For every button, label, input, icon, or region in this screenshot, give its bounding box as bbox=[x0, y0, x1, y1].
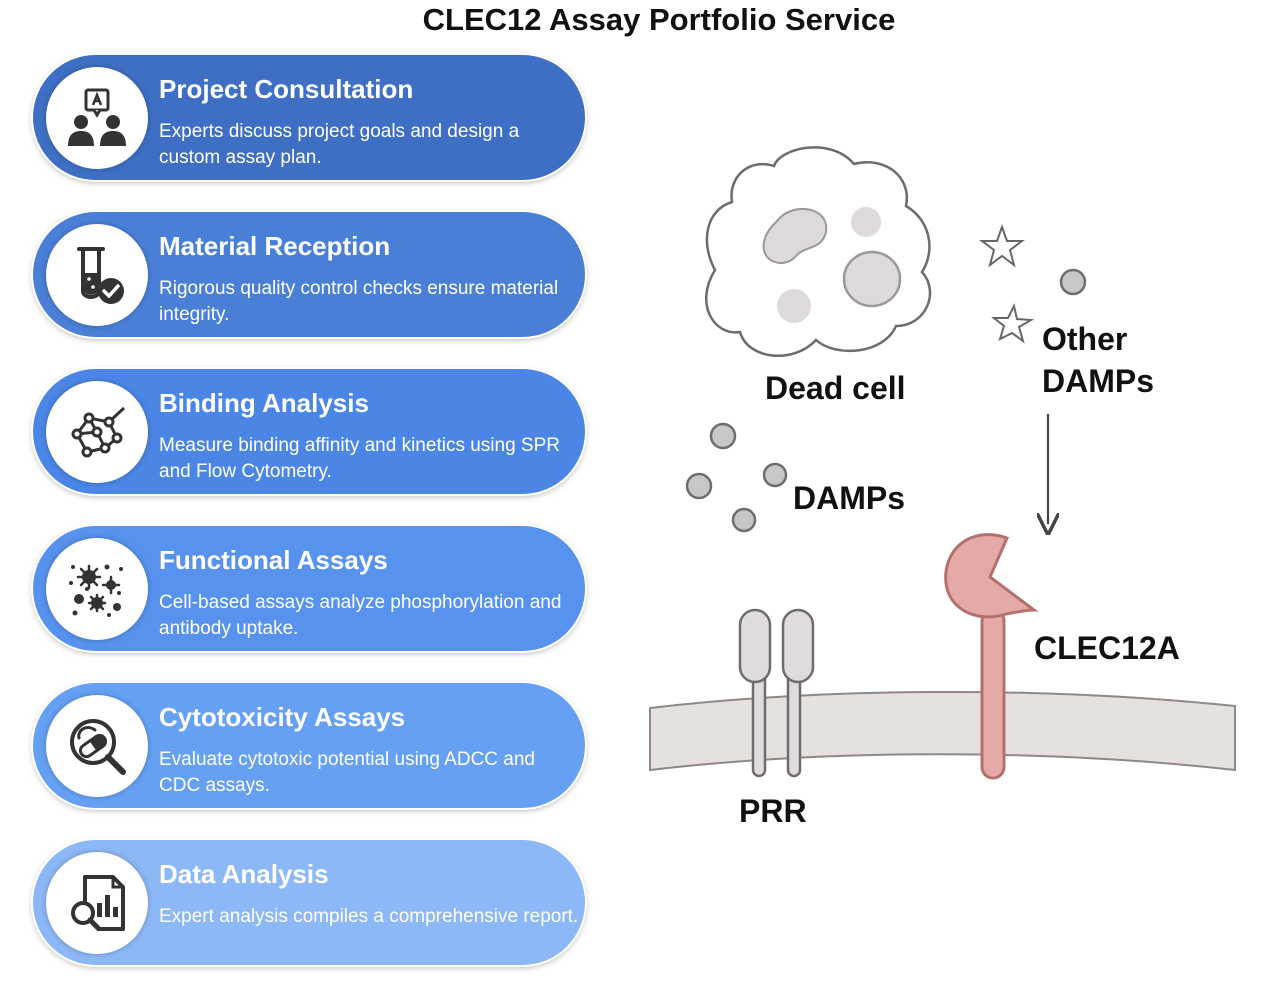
step-binding-analysis: Binding Analysis Measure binding affinit… bbox=[33, 369, 585, 494]
page-title: CLEC12 Assay Portfolio Service bbox=[422, 2, 896, 37]
dead-cell-organelles bbox=[762, 207, 902, 323]
step-description: Experts discuss project goals and design… bbox=[159, 121, 520, 168]
cells-particles-icon bbox=[46, 538, 148, 640]
step-title: Binding Analysis bbox=[159, 388, 369, 418]
step-description: Cell-based assays analyze phosphorylatio… bbox=[159, 592, 562, 639]
test-tube-check-icon bbox=[46, 224, 148, 326]
damp-star bbox=[979, 224, 1025, 268]
consultation-icon bbox=[46, 67, 148, 169]
step-description: Measure binding affinity and kinetics us… bbox=[159, 435, 560, 482]
step-title: Material Reception bbox=[159, 231, 391, 261]
dead-cell-label: Dead cell bbox=[765, 370, 906, 406]
step-title: Functional Assays bbox=[159, 545, 388, 575]
other-damps-label-line2: DAMPs bbox=[1042, 363, 1155, 399]
damp-star bbox=[991, 303, 1035, 344]
prr-receptor bbox=[738, 608, 815, 778]
step-title: Data Analysis bbox=[159, 859, 329, 889]
step-description: Rigorous quality control checks ensure m… bbox=[159, 278, 559, 325]
damps-label: DAMPs bbox=[793, 480, 906, 516]
diagram-illustration bbox=[649, 146, 1236, 780]
step-description: Expert analysis compiles a comprehensive… bbox=[159, 906, 579, 927]
report-analysis-icon bbox=[46, 852, 148, 954]
damp-particles bbox=[685, 268, 1087, 533]
other-damps-label-line1: Other bbox=[1042, 321, 1128, 357]
step-title: Project Consultation bbox=[159, 74, 414, 104]
molecule-network-icon bbox=[46, 381, 148, 483]
prr-label: PRR bbox=[739, 793, 807, 829]
step-data-analysis: Data Analysis Expert analysis compiles a… bbox=[33, 840, 585, 965]
step-cytotoxicity-assays: Cytotoxicity Assays Evaluate cytotoxic p… bbox=[33, 683, 585, 808]
step-project-consultation: Project Consultation Experts discuss pro… bbox=[33, 55, 585, 180]
clec12a-label: CLEC12A bbox=[1034, 630, 1180, 666]
dead-cell bbox=[705, 146, 932, 357]
pill-magnifier-icon bbox=[46, 695, 148, 797]
step-material-reception: Material Reception Rigorous quality cont… bbox=[33, 212, 585, 337]
step-description: Evaluate cytotoxic potential using ADCC … bbox=[159, 749, 535, 796]
cell-membrane bbox=[649, 690, 1236, 772]
step-functional-assays: Functional Assays Cell-based assays anal… bbox=[33, 526, 585, 651]
step-title: Cytotoxicity Assays bbox=[159, 702, 406, 732]
clec12a-receptor bbox=[944, 533, 1039, 780]
